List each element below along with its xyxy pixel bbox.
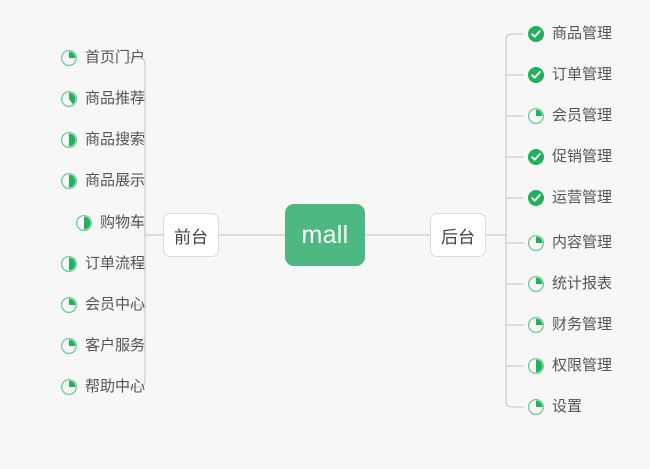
pie-progress-icon	[60, 172, 78, 190]
check-circle-icon	[528, 26, 544, 42]
pie-progress-icon	[60, 378, 78, 396]
leaf-item[interactable]: 订单管理	[527, 63, 612, 87]
check-circle-icon	[528, 190, 544, 206]
leaf-item-label: 财务管理	[552, 316, 613, 333]
branch-node-backend-label: 后台	[441, 227, 475, 247]
leaf-item-label: 统计报表	[552, 275, 613, 292]
leaf-item-label: 商品搜索	[84, 131, 145, 148]
leaf-item-label: 设置	[552, 398, 583, 415]
leaf-item-label: 运营管理	[552, 189, 613, 206]
leaf-item[interactable]: 权限管理	[527, 354, 612, 378]
leaf-item[interactable]: 商品搜索	[60, 128, 145, 152]
leaf-item-label: 权限管理	[552, 357, 613, 374]
leaf-item[interactable]: 会员中心	[60, 293, 145, 317]
leaf-item[interactable]: 订单流程	[60, 252, 145, 276]
pie-progress-icon	[527, 316, 545, 334]
leaf-item[interactable]: 统计报表	[527, 272, 612, 296]
leaf-item[interactable]: 商品管理	[527, 22, 612, 46]
leaf-item[interactable]: 首页门户	[60, 46, 145, 70]
pie-progress-icon	[60, 131, 78, 149]
pie-progress-icon	[527, 398, 545, 416]
check-circle-icon	[528, 149, 544, 165]
leaf-item-label: 促销管理	[552, 148, 613, 165]
branch-node-frontend-label: 前台	[174, 227, 208, 247]
leaf-item[interactable]: 促销管理	[527, 145, 612, 169]
pie-progress-icon	[527, 357, 545, 375]
pie-progress-icon	[60, 49, 78, 67]
root-node-mall[interactable]: mall	[285, 204, 365, 266]
leaf-item-label: 订单管理	[552, 66, 613, 83]
leaf-item[interactable]: 会员管理	[527, 104, 612, 128]
leaf-item[interactable]: 财务管理	[527, 313, 612, 337]
leaf-item[interactable]: 商品推荐	[60, 87, 145, 111]
branch-node-backend[interactable]: 后台	[430, 213, 486, 257]
leaf-item[interactable]: 购物车	[75, 211, 145, 235]
pie-progress-icon	[527, 234, 545, 252]
leaf-item[interactable]: 运营管理	[527, 186, 612, 210]
leaf-item-label: 会员管理	[552, 107, 613, 124]
leaf-item-label: 订单流程	[84, 255, 145, 272]
leaf-item-label: 购物车	[99, 214, 145, 231]
leaf-item-label: 帮助中心	[84, 378, 145, 395]
leaf-item-label: 客户服务	[84, 337, 145, 354]
leaf-item[interactable]: 设置	[527, 395, 582, 419]
leaf-item-label: 商品展示	[84, 172, 145, 189]
pie-progress-icon	[60, 255, 78, 273]
pie-progress-icon	[60, 296, 78, 314]
leaf-item[interactable]: 客户服务	[60, 334, 145, 358]
pie-progress-icon	[75, 214, 93, 232]
leaf-item[interactable]: 商品展示	[60, 169, 145, 193]
leaf-item[interactable]: 内容管理	[527, 231, 612, 255]
pie-progress-icon	[60, 90, 78, 108]
root-node-label: mall	[301, 220, 349, 249]
leaf-item-label: 内容管理	[552, 234, 613, 251]
pie-progress-icon	[527, 107, 545, 125]
leaf-item[interactable]: 帮助中心	[60, 375, 145, 399]
pie-progress-icon	[60, 337, 78, 355]
pie-progress-icon	[527, 275, 545, 293]
check-circle-icon	[528, 67, 544, 83]
leaf-item-label: 商品推荐	[84, 90, 145, 107]
branch-node-frontend[interactable]: 前台	[163, 213, 219, 257]
leaf-item-label: 首页门户	[84, 49, 145, 66]
leaf-item-label: 会员中心	[84, 296, 145, 313]
leaf-item-label: 商品管理	[552, 25, 613, 42]
